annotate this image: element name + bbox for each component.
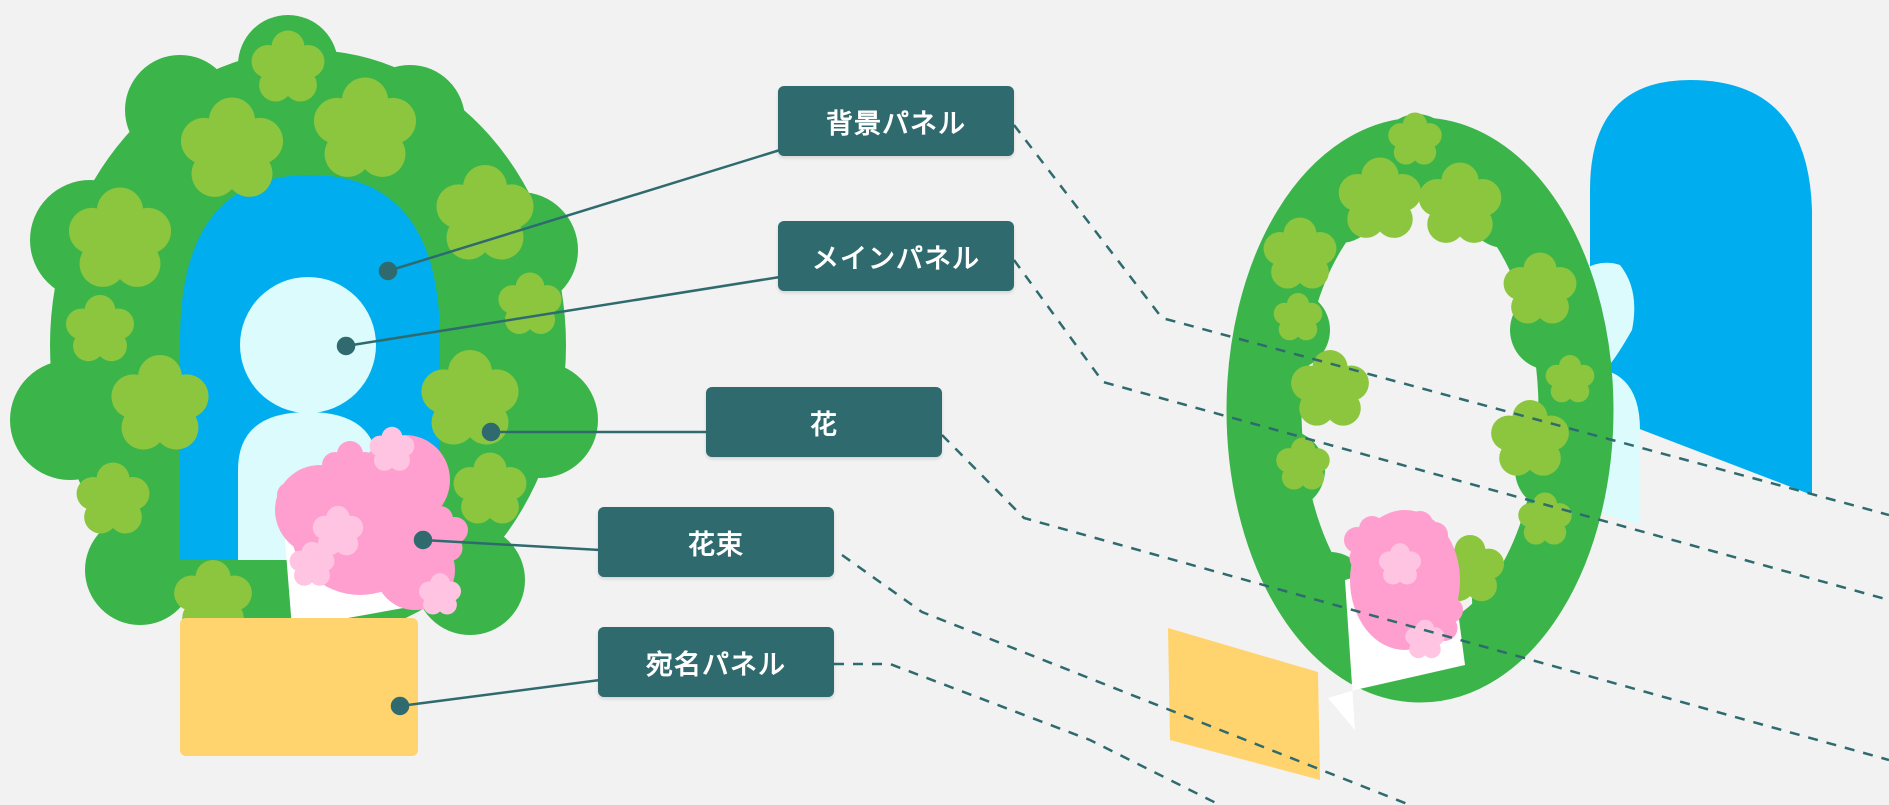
exploded-background-panel xyxy=(1590,80,1812,495)
label-name-panel-text: 宛名パネル xyxy=(646,649,786,681)
label-bouquet-text: 花束 xyxy=(688,529,744,561)
leader-main-panel xyxy=(345,275,781,348)
dashed-guides xyxy=(834,124,1889,805)
leader-lines xyxy=(336,148,781,716)
leader-dot-name-panel xyxy=(390,696,410,716)
front-wreath xyxy=(10,15,598,756)
guide-background-panel xyxy=(1013,124,1889,517)
label-main-panel: メインパネル xyxy=(778,221,1014,291)
leader-name-panel xyxy=(399,678,601,708)
leader-dot-main-panel xyxy=(336,336,356,356)
leader-bouquet xyxy=(422,538,601,552)
guide-flower xyxy=(941,434,1889,762)
label-main-panel-text: メインパネル xyxy=(812,243,980,275)
label-flower: 花 xyxy=(706,387,942,457)
exploded-view xyxy=(1168,80,1812,780)
name-panel-shape xyxy=(180,618,418,756)
guide-bouquet xyxy=(841,553,1411,805)
label-background-panel: 背景パネル xyxy=(778,86,1014,156)
label-flower-text: 花 xyxy=(810,409,838,441)
label-background-panel-text: 背景パネル xyxy=(826,108,966,140)
leader-background-panel xyxy=(387,148,781,273)
leader-dot-bouquet xyxy=(413,530,433,550)
exploded-name-panel xyxy=(1168,628,1320,780)
leader-dot-flower xyxy=(481,422,501,442)
guide-name-panel xyxy=(834,662,1221,805)
label-bouquet: 花束 xyxy=(598,507,834,577)
exploded-bouquet xyxy=(1328,510,1465,730)
leader-dot-background-panel xyxy=(378,261,398,281)
label-name-panel: 宛名パネル xyxy=(598,627,834,697)
